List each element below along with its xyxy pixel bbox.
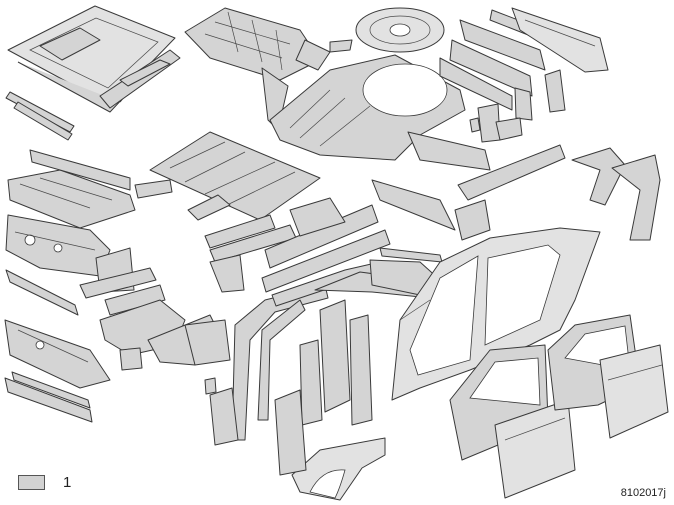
- front-side-members: [5, 267, 166, 316]
- spare-wheel-well: [355, 7, 445, 53]
- cowl-panel: [7, 149, 136, 229]
- legend-swatch: [18, 475, 45, 490]
- front-brackets: [119, 347, 217, 395]
- rear-door-outer: [599, 344, 669, 439]
- rear-wheel-arch-inner: [571, 147, 661, 241]
- rear-side-members: [371, 131, 566, 241]
- body-side-outer-panel: [391, 227, 601, 401]
- legend-label: 1: [63, 474, 72, 491]
- c-pillar-inner: [369, 247, 443, 296]
- b-pillar-inner: [299, 299, 373, 426]
- floor-cross-members: [134, 179, 297, 293]
- reference-code: 8102017j: [620, 487, 666, 499]
- a-pillar-lower: [209, 387, 307, 476]
- front-door-outer: [494, 399, 576, 499]
- radiator-support: [4, 319, 111, 389]
- rear-brackets: [469, 69, 566, 143]
- roof-rail-strips: [5, 59, 171, 141]
- trunk-lid: [511, 7, 609, 73]
- front-floor-panel: [149, 131, 321, 221]
- legend: 1: [18, 474, 71, 491]
- rocker-panels: [261, 197, 391, 293]
- front-fender: [291, 437, 386, 501]
- roof-panel: [7, 5, 181, 113]
- front-bumper-beam: [4, 371, 93, 423]
- rear-parcel-shelf: [184, 7, 353, 131]
- inner-fender-shock-tower: [99, 299, 231, 366]
